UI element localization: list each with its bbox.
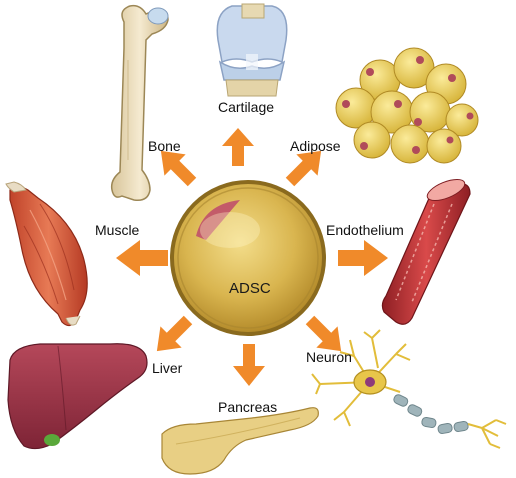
arrow-endothelium [338,240,388,276]
arrow-bone [160,150,197,187]
arrows [116,128,388,386]
label-pancreas: Pancreas [218,399,278,415]
label-muscle: Muscle [95,222,140,238]
arrow-up-cartilage [222,128,254,166]
arrow-adipose [285,150,322,187]
label-liver: Liver [152,360,183,376]
label-cartilage: Cartilage [218,99,275,115]
arrow-muscle [116,240,168,276]
endothelium-icon [381,178,471,325]
cartilage-icon [216,3,288,97]
adsc-cell-icon [170,180,326,336]
label-adipose: Adipose [290,138,341,154]
neuron-icon [311,329,507,449]
label-adsc: ADSC [229,280,271,297]
bone-icon [110,4,169,202]
label-neuron: Neuron [306,349,352,365]
pancreas-icon [161,407,319,475]
label-endothelium: Endothelium [326,222,404,238]
arrow-pancreas [233,344,265,386]
muscle-icon [5,181,88,327]
arrow-neuron [305,315,342,352]
liver-icon [7,343,148,450]
label-bone: Bone [148,138,181,154]
arrow-liver [156,315,193,352]
adipose-icon [335,47,479,164]
